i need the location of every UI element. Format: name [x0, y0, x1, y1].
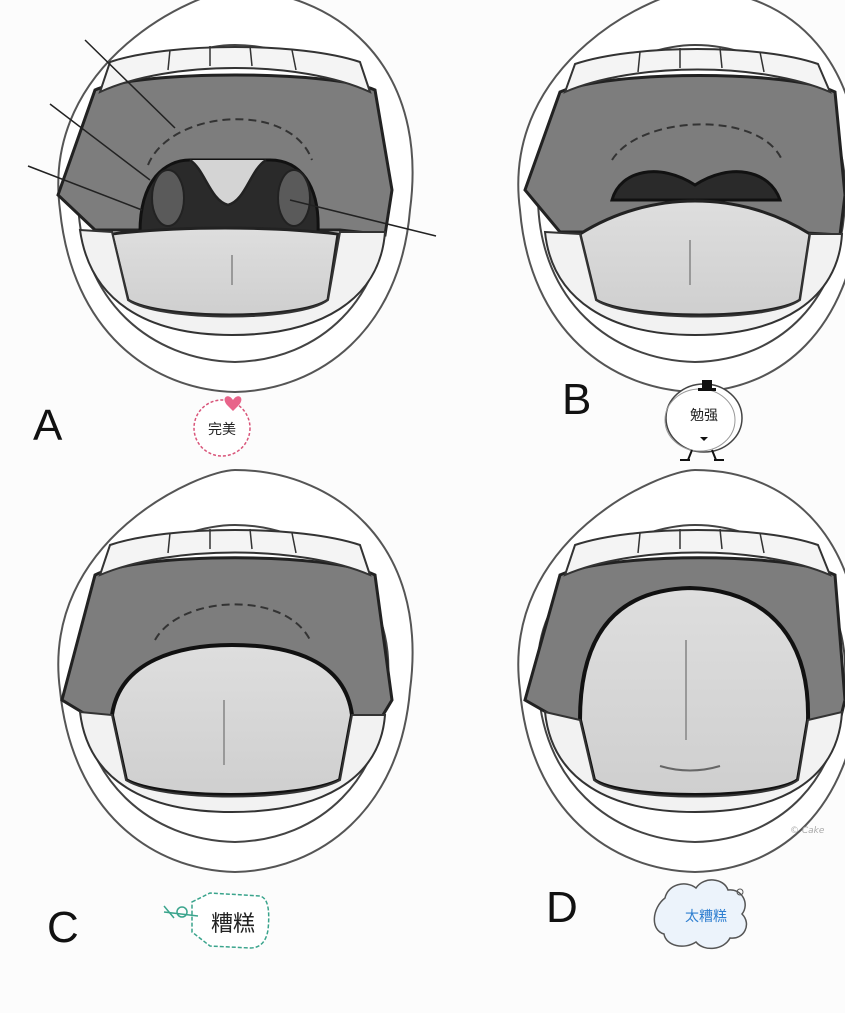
- badge-a-frame: [193, 396, 251, 457]
- rating-badge-a: 完美: [194, 414, 250, 444]
- mouth-a: [27, 0, 437, 394]
- rating-badge-c-text: 糟糕: [210, 912, 255, 937]
- mouth-d: [517, 468, 845, 874]
- badge-d-frame: [653, 879, 748, 950]
- rating-badge-b: 勉强: [666, 400, 742, 430]
- mouth-b: [517, 0, 845, 394]
- rating-badge-c: 糟糕: [196, 904, 270, 940]
- rating-badge-d: 太糟糕: [660, 900, 752, 932]
- rating-badge-b-text: 勉强: [690, 408, 718, 424]
- badge-c-frame: [163, 892, 270, 949]
- panel-letter-b: B: [562, 375, 592, 424]
- panel-letter-c: C: [47, 903, 79, 952]
- watermark-text: © Cake: [790, 826, 825, 836]
- panel-letter-d: D: [546, 883, 578, 932]
- rating-badge-a-text: 完美: [208, 422, 236, 438]
- badge-b-frame: [664, 380, 743, 461]
- rating-badge-d-text: 太糟糕: [685, 909, 727, 925]
- mouth-c: [57, 468, 414, 874]
- panel-letter-a: A: [33, 401, 63, 450]
